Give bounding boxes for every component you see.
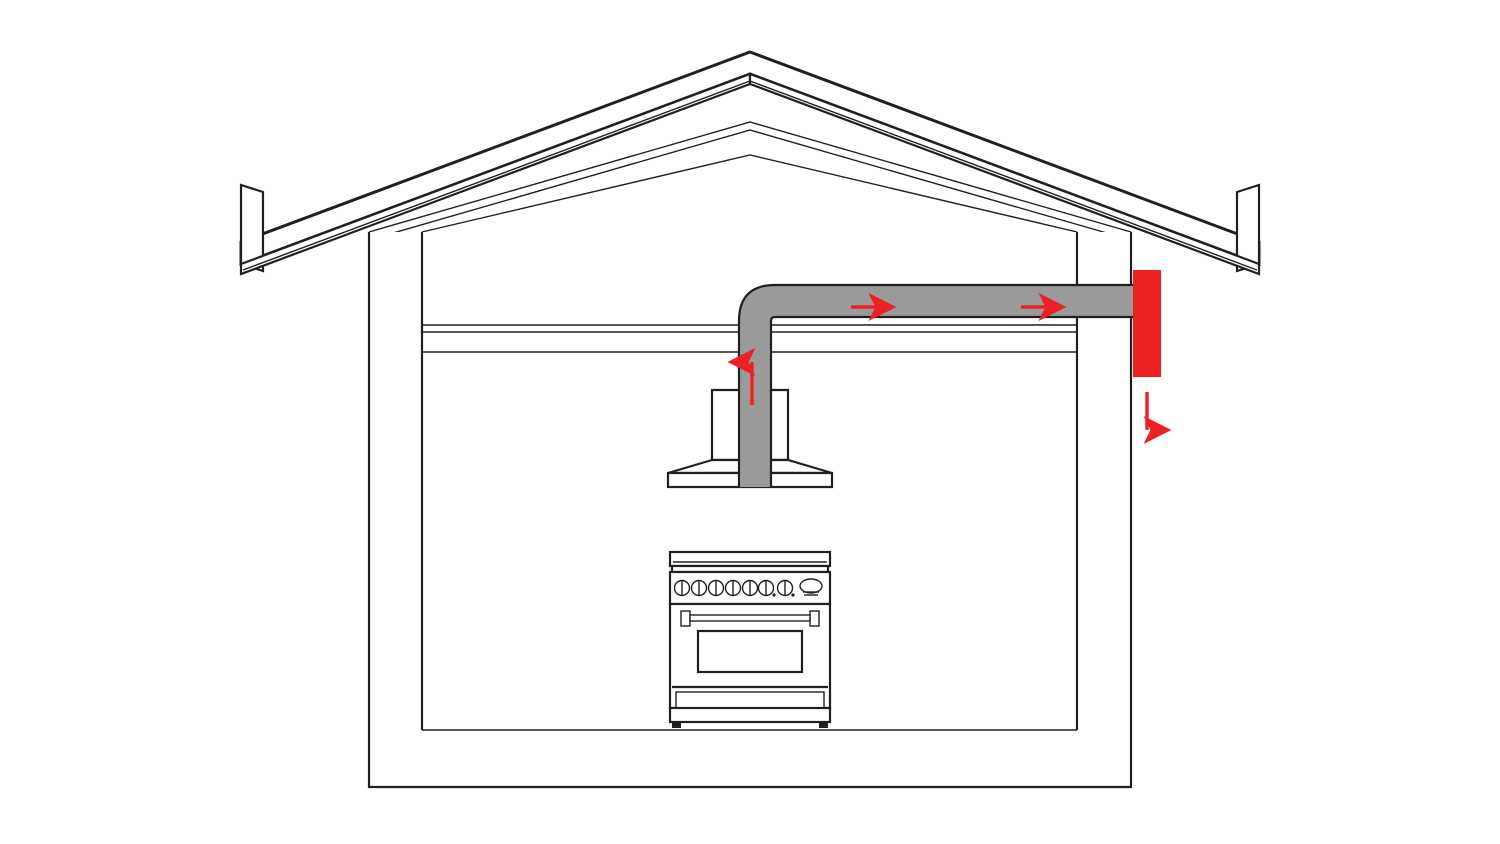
range-backguard <box>668 550 832 568</box>
range-oven-handle[interactable] <box>680 610 820 627</box>
range-oven-window <box>696 629 804 674</box>
roof-left-fascia <box>239 183 265 273</box>
roof-inner-gable-line-2 <box>368 129 1132 241</box>
roof-inner-gable-line-3 <box>421 154 1078 233</box>
duct-path <box>739 285 1133 487</box>
range-knob-group[interactable] <box>673 578 823 597</box>
kitchen-range <box>668 550 832 728</box>
range-knob-5[interactable] <box>741 579 759 597</box>
exhaust-duct <box>737 283 1133 487</box>
roof-inner-gable-line-1 <box>368 121 1132 233</box>
duct-outline-outer <box>737 283 1133 487</box>
airflow-arrows <box>727 293 1172 444</box>
roof-right-fascia <box>1235 183 1261 273</box>
roof-underside-edge-right <box>749 80 1258 271</box>
range-knob-1[interactable] <box>673 579 691 597</box>
roof-underside-edge-left <box>242 80 751 271</box>
exterior-wall-outline <box>367 232 1133 789</box>
range-foot-left <box>672 722 681 728</box>
wall-vent-cap <box>1133 270 1161 377</box>
range-kickplate <box>668 706 832 724</box>
range-warming-drawer <box>675 691 825 709</box>
duct-outline-inner <box>769 315 1133 487</box>
gable-roof <box>239 50 1261 276</box>
range-griddle-element-icon <box>799 578 823 596</box>
range-knob-3[interactable] <box>707 579 725 597</box>
range-knob-7[interactable] <box>776 579 795 597</box>
range-knob-2[interactable] <box>690 579 708 597</box>
range-knob-4[interactable] <box>724 579 742 597</box>
range-foot-right <box>819 722 828 728</box>
range-knob-6[interactable] <box>757 579 776 597</box>
